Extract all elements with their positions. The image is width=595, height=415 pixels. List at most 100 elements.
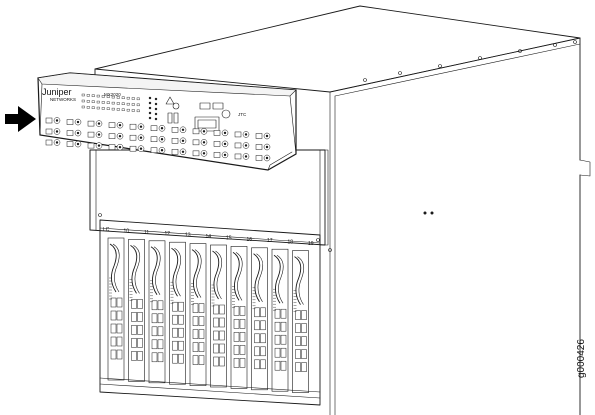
led — [136, 109, 140, 113]
led — [91, 100, 95, 103]
led — [126, 96, 130, 100]
led — [111, 95, 115, 99]
port-connector — [129, 145, 145, 152]
port-connector — [255, 154, 271, 162]
port-connector — [150, 136, 166, 143]
slot-label: 15 — [226, 235, 232, 241]
led — [121, 102, 125, 106]
port-connector — [234, 131, 250, 138]
led — [148, 116, 152, 120]
slot-label: 14 — [206, 234, 212, 240]
led — [81, 105, 85, 109]
port-connector — [213, 129, 229, 137]
line-card — [128, 239, 145, 382]
craft-interface-panel: Juniper NETWORKS MX2020 JTC — [37, 72, 297, 171]
port-connector — [108, 121, 124, 129]
port-connector — [108, 132, 124, 140]
led — [96, 106, 100, 110]
brand-logo: Juniper — [42, 87, 72, 97]
led — [116, 102, 120, 105]
line-card — [230, 246, 248, 389]
chassis-side-panel — [328, 37, 591, 415]
port-connector — [129, 134, 145, 141]
line-card — [210, 244, 227, 388]
line-card — [169, 241, 186, 385]
brand-subtitle: NETWORKS — [50, 97, 76, 102]
line-card — [271, 248, 289, 392]
port-connector — [255, 132, 271, 140]
port-connector — [192, 139, 208, 146]
led — [86, 94, 90, 97]
led — [121, 96, 125, 100]
port-connector — [213, 151, 229, 159]
led — [148, 96, 152, 100]
slot-label: 12 — [165, 231, 171, 237]
port-connector — [66, 140, 82, 148]
led — [154, 97, 158, 101]
port-connector — [234, 142, 250, 149]
led — [154, 107, 158, 111]
line-card — [189, 243, 207, 386]
port-connector — [171, 137, 187, 145]
line-card — [107, 237, 125, 381]
led — [86, 106, 90, 109]
slot-label: 11 — [144, 230, 149, 236]
port-rows — [45, 117, 271, 162]
led — [116, 108, 120, 111]
slot-label: 17 — [267, 238, 273, 244]
led — [111, 107, 115, 111]
port-connector — [171, 148, 187, 156]
led — [131, 109, 135, 112]
led — [131, 103, 135, 106]
led — [148, 106, 152, 110]
port-connector — [87, 142, 103, 149]
port-connector — [66, 129, 82, 137]
led — [154, 112, 158, 116]
port-connector — [45, 128, 61, 135]
slot-label: 10 — [124, 228, 130, 234]
slot-label: 13 — [185, 233, 191, 239]
led — [116, 96, 120, 99]
port-connector — [171, 126, 187, 134]
side-rivets — [328, 40, 577, 252]
port-connector — [87, 131, 103, 138]
led — [106, 101, 110, 104]
line-card — [251, 247, 268, 391]
led — [148, 101, 152, 105]
line-cards — [107, 237, 309, 393]
led — [148, 111, 152, 115]
port-connector — [150, 125, 166, 132]
port-connector — [45, 117, 61, 124]
led — [101, 107, 105, 110]
port-connector — [45, 139, 61, 146]
arrow-icon — [5, 106, 36, 132]
port-connector — [234, 153, 250, 160]
led — [154, 102, 158, 106]
led — [121, 108, 125, 112]
led — [101, 95, 105, 98]
led — [126, 102, 130, 106]
port-connector — [66, 118, 82, 126]
line-card — [292, 250, 309, 393]
led — [106, 107, 110, 110]
port-connector — [129, 123, 145, 130]
led — [126, 108, 130, 112]
led — [131, 97, 135, 100]
port-connector — [192, 150, 208, 157]
slot-label: LC — [103, 227, 110, 233]
slot-label: 19 — [308, 241, 314, 247]
port-connector — [213, 140, 229, 148]
led — [106, 95, 110, 98]
led — [86, 100, 90, 103]
led — [91, 106, 95, 109]
led — [96, 100, 100, 104]
led — [96, 94, 100, 98]
port-connector — [192, 128, 208, 135]
led — [81, 99, 85, 103]
led — [154, 117, 158, 121]
led — [111, 101, 115, 105]
port-connector — [108, 143, 124, 151]
